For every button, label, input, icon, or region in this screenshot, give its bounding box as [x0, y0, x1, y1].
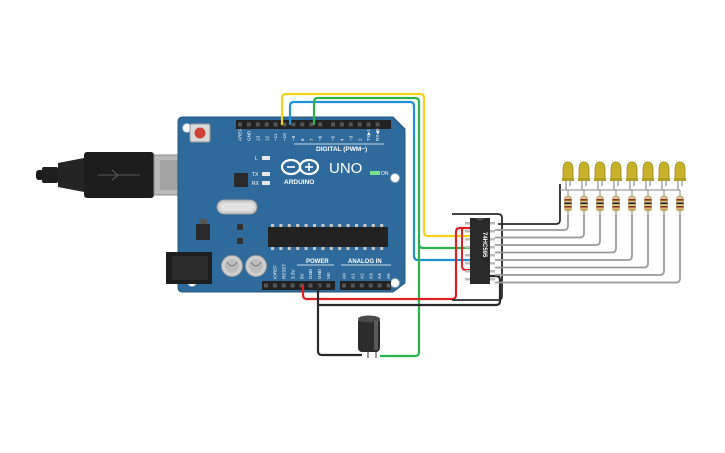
board-capacitors [221, 255, 267, 277]
usb-controller-chip [234, 173, 248, 187]
resistor[interactable] [564, 190, 572, 216]
power-pin-label: GND [308, 268, 313, 279]
power-pin-label: IOREF [273, 265, 278, 279]
led[interactable] [594, 161, 606, 190]
digital-pin-label: 4 [340, 138, 345, 141]
wire-black-gnd-sr[interactable] [318, 274, 502, 307]
board-status-leds: L TX RX [252, 156, 270, 187]
on-led [370, 171, 380, 175]
digital-pin-label: TX▶1 [366, 129, 371, 141]
model-label: UNO [329, 160, 362, 177]
resistor[interactable] [676, 190, 684, 216]
output-wire[interactable] [495, 215, 601, 246]
led[interactable] [626, 161, 638, 190]
analog-pin-label: A0 [342, 273, 347, 279]
wire-yellow-latch[interactable] [280, 92, 470, 238]
brand-label: ARDUINO [284, 179, 314, 186]
atmega-chip [268, 224, 388, 250]
shift-register-label: 74HC595 [481, 232, 487, 258]
power-pin-label: GND [317, 268, 322, 279]
digital-pin-label: 12 [264, 135, 269, 141]
wire-red-5v[interactable] [301, 226, 470, 301]
power-analog-header [262, 281, 391, 290]
power-jack [166, 252, 212, 284]
shift-register-74hc595[interactable]: 74HC595 [465, 218, 495, 284]
analog-pin-label: A1 [351, 273, 356, 279]
resistor[interactable] [580, 190, 588, 216]
output-wire[interactable] [495, 215, 649, 269]
reset-button[interactable] [189, 123, 211, 143]
output-wire[interactable] [495, 215, 569, 231]
analog-pin-label: A3 [368, 273, 373, 279]
power-header-label: POWER [306, 259, 329, 265]
led[interactable] [642, 161, 654, 190]
led-array [560, 161, 686, 216]
wire-black-gnd[interactable] [316, 285, 362, 357]
wire-black-frame [452, 213, 503, 301]
led[interactable] [674, 161, 686, 190]
output-wire[interactable] [495, 215, 585, 239]
power-pin-label: 3.3V [290, 269, 295, 279]
power-pin-label: RESET [282, 263, 287, 279]
resistor[interactable] [644, 190, 652, 216]
digital-pin-label: ~5 [331, 135, 336, 141]
analog-pin-label: A5 [386, 273, 391, 279]
digital-pin-label: ~9 [291, 135, 296, 141]
digital-pin-label: 7 [309, 138, 314, 141]
digital-pin-label: ~11 [273, 133, 278, 141]
on-label: ON [381, 171, 389, 177]
digital-pin-label: 13 [255, 135, 260, 141]
analog-header-label: ANALOG IN [348, 259, 382, 265]
resistor[interactable] [628, 190, 636, 216]
digital-pin-label: ~3 [348, 135, 353, 141]
resistor[interactable] [612, 190, 620, 216]
analog-pin-label: A4 [377, 273, 382, 279]
digital-pin-label: 8 [300, 138, 305, 141]
led[interactable] [658, 161, 670, 190]
led-l-label: L [255, 156, 258, 162]
digital-pin-label: RX◀0 [375, 128, 380, 141]
output-wire[interactable] [495, 215, 617, 254]
wire-black-led-common[interactable] [498, 184, 561, 225]
wire-green-clock[interactable] [312, 96, 470, 250]
arduino-logo [280, 158, 320, 176]
led[interactable] [578, 161, 590, 190]
led-tx-label: TX [252, 172, 259, 178]
voltage-regulator [196, 224, 210, 240]
output-wire[interactable] [495, 215, 665, 276]
electrolytic-capacitor[interactable] [358, 315, 380, 359]
digital-pin-label: GND [247, 130, 252, 141]
analog-pin-label: A2 [359, 273, 364, 279]
resistor[interactable] [660, 190, 668, 216]
led[interactable] [610, 161, 622, 190]
wire-green-to-capacitor[interactable] [380, 244, 421, 358]
output-wires [495, 215, 681, 284]
digital-header-label: DIGITAL (PWM~) [316, 146, 367, 153]
digital-pin-label: AREF [238, 129, 243, 141]
output-wire[interactable] [495, 215, 681, 284]
digital-pin-label: ~6 [318, 135, 323, 141]
digital-pin-label: ~10 [282, 133, 287, 141]
digital-pin-label: 2 [357, 138, 362, 141]
output-wire[interactable] [495, 215, 633, 261]
led[interactable] [562, 161, 574, 190]
power-pin-label: Vin [326, 272, 331, 279]
resistor[interactable] [596, 190, 604, 216]
power-pin-label: 5V [299, 272, 304, 279]
wire-blue-data[interactable] [288, 100, 470, 262]
led-rx-label: RX [252, 181, 260, 187]
